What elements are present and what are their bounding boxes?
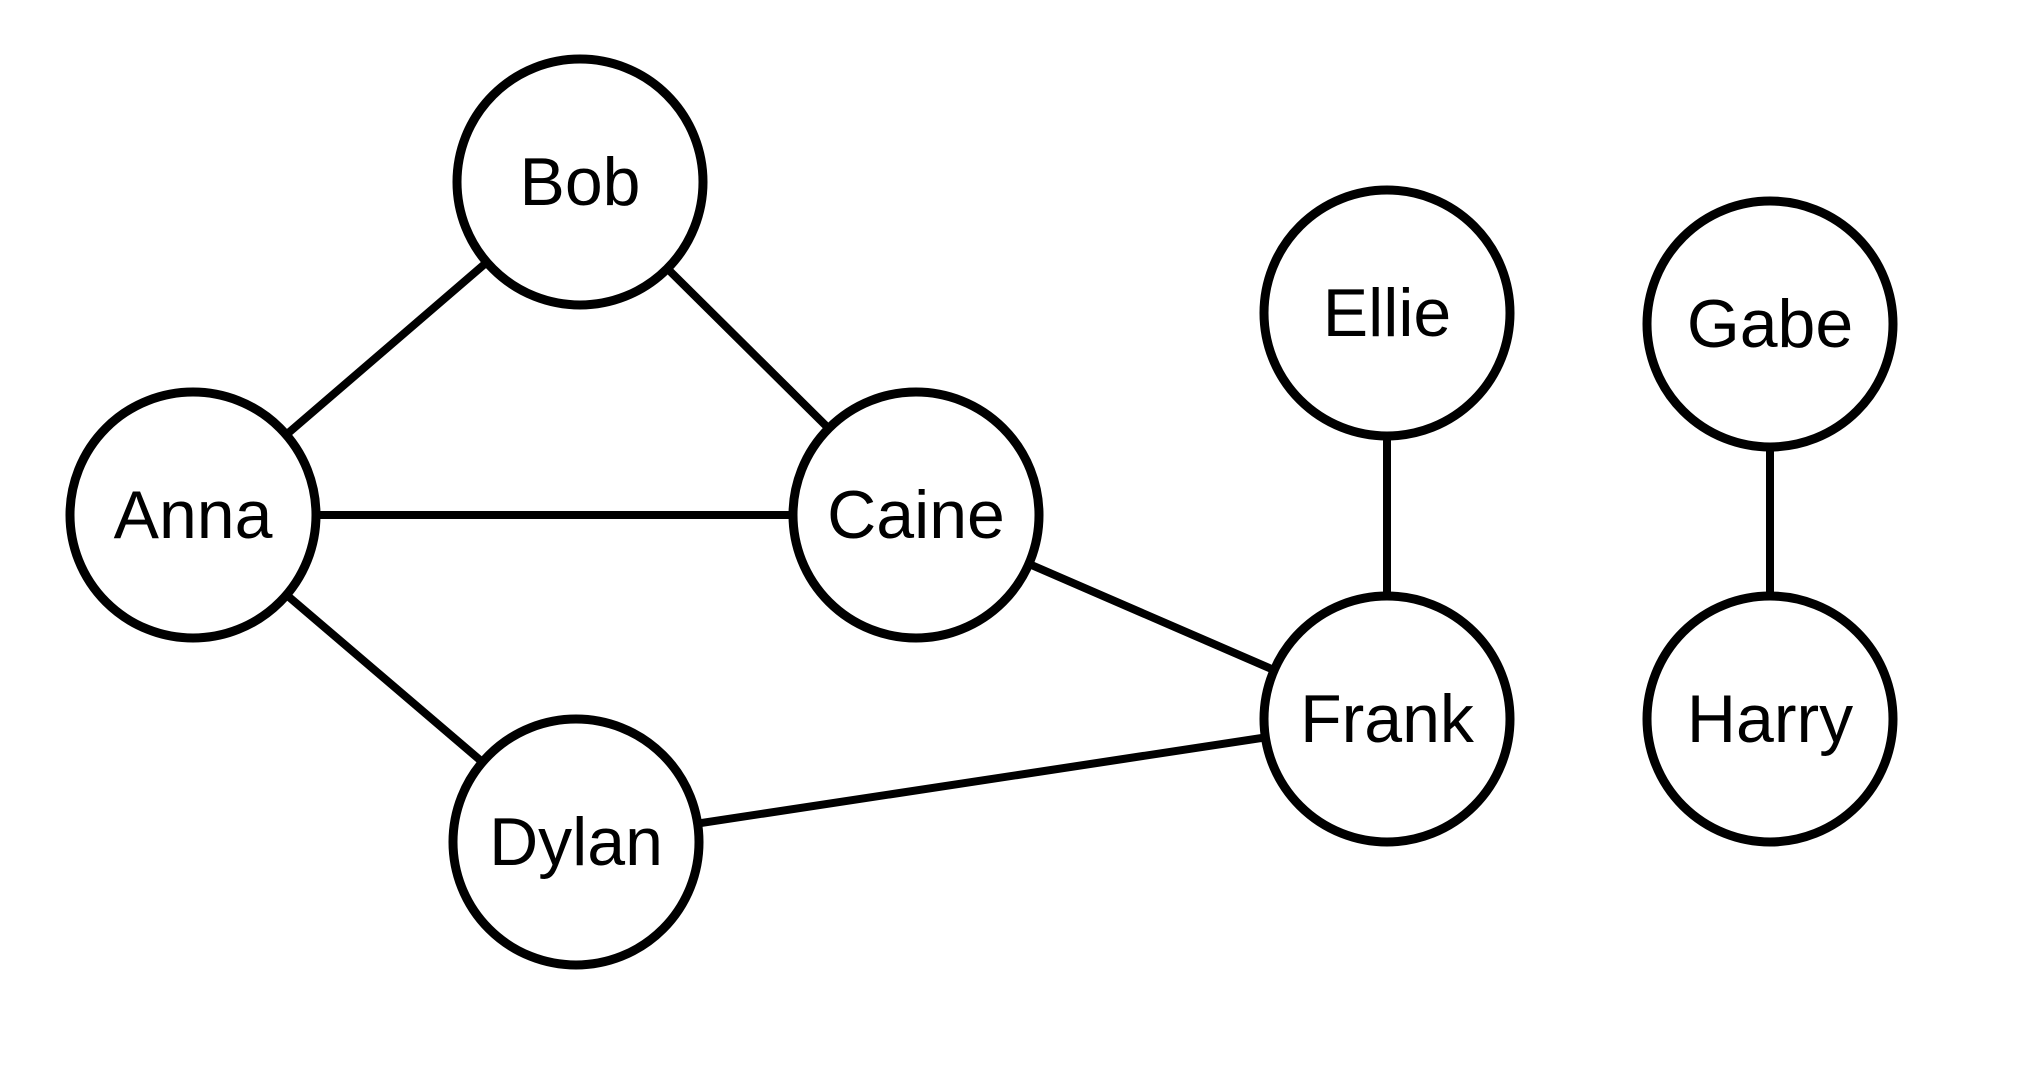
node-caine: Caine: [788, 387, 1044, 643]
node-circle: [1642, 196, 1898, 452]
node-circle: [788, 387, 1044, 643]
node-dylan: Dylan: [448, 714, 704, 970]
node-circle: [448, 714, 704, 970]
node-label: Caine: [827, 477, 1005, 553]
node-label: Bob: [520, 144, 641, 220]
node-circle: [452, 54, 708, 310]
node-anna: Anna: [65, 387, 321, 643]
node-circle: [1259, 591, 1515, 847]
node-bob: Bob: [452, 54, 708, 310]
node-label: Anna: [114, 477, 273, 553]
node-label: Frank: [1300, 681, 1475, 757]
node-label: Gabe: [1687, 286, 1853, 362]
node-label: Dylan: [489, 804, 663, 880]
node-ellie: Ellie: [1259, 185, 1515, 441]
edge-dylan-frank: [575, 715, 1388, 846]
node-label: Harry: [1687, 681, 1853, 757]
node-frank: Frank: [1259, 591, 1515, 847]
node-circle: [1259, 185, 1515, 441]
node-label: Ellie: [1323, 275, 1452, 351]
node-gabe: Gabe: [1642, 196, 1898, 452]
node-circle: [1642, 591, 1898, 847]
node-circle: [65, 387, 321, 643]
node-harry: Harry: [1642, 591, 1898, 847]
